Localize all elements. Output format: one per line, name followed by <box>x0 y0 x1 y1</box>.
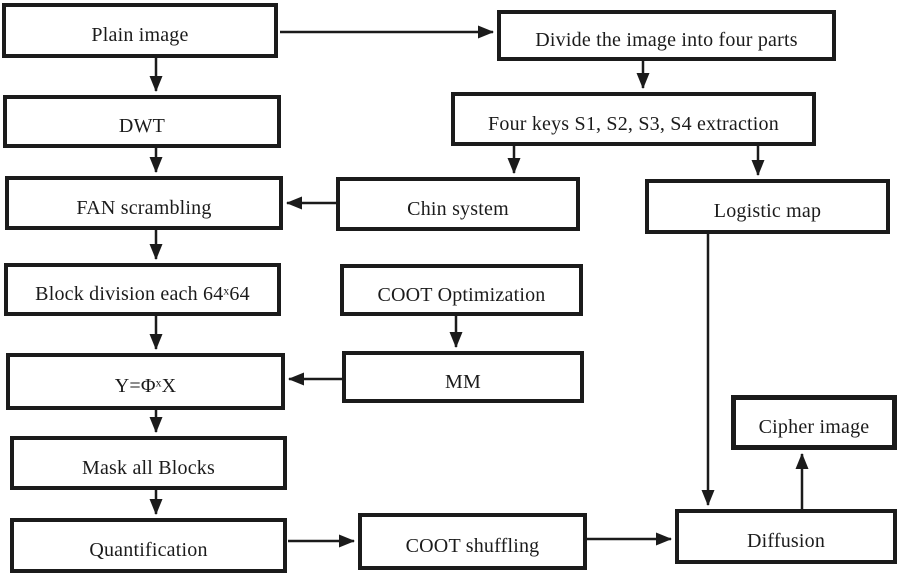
node-coot-shuffling: COOT shuffling <box>358 513 587 570</box>
node-cipher-image: Cipher image <box>731 395 897 450</box>
node-diffusion: Diffusion <box>675 509 897 564</box>
node-dwt: DWT <box>3 95 281 148</box>
node-mask-all-blocks: Mask all Blocks <box>10 436 287 490</box>
node-plain-image: Plain image <box>2 3 278 58</box>
node-measurement: Y=ΦˣX <box>6 353 285 410</box>
node-four-keys: Four keys S1, S2, S3, S4 extraction <box>451 92 816 146</box>
node-chin-system: Chin system <box>336 177 580 231</box>
node-block-division: Block division each 64ˣ64 <box>4 263 281 316</box>
node-logistic-map: Logistic map <box>645 179 890 234</box>
node-fan-scrambling: FAN scrambling <box>5 176 283 230</box>
node-divide-image: Divide the image into four parts <box>497 10 836 61</box>
node-mm: MM <box>342 351 584 403</box>
node-quantification: Quantification <box>10 518 287 573</box>
node-coot-optimization: COOT Optimization <box>340 264 583 316</box>
